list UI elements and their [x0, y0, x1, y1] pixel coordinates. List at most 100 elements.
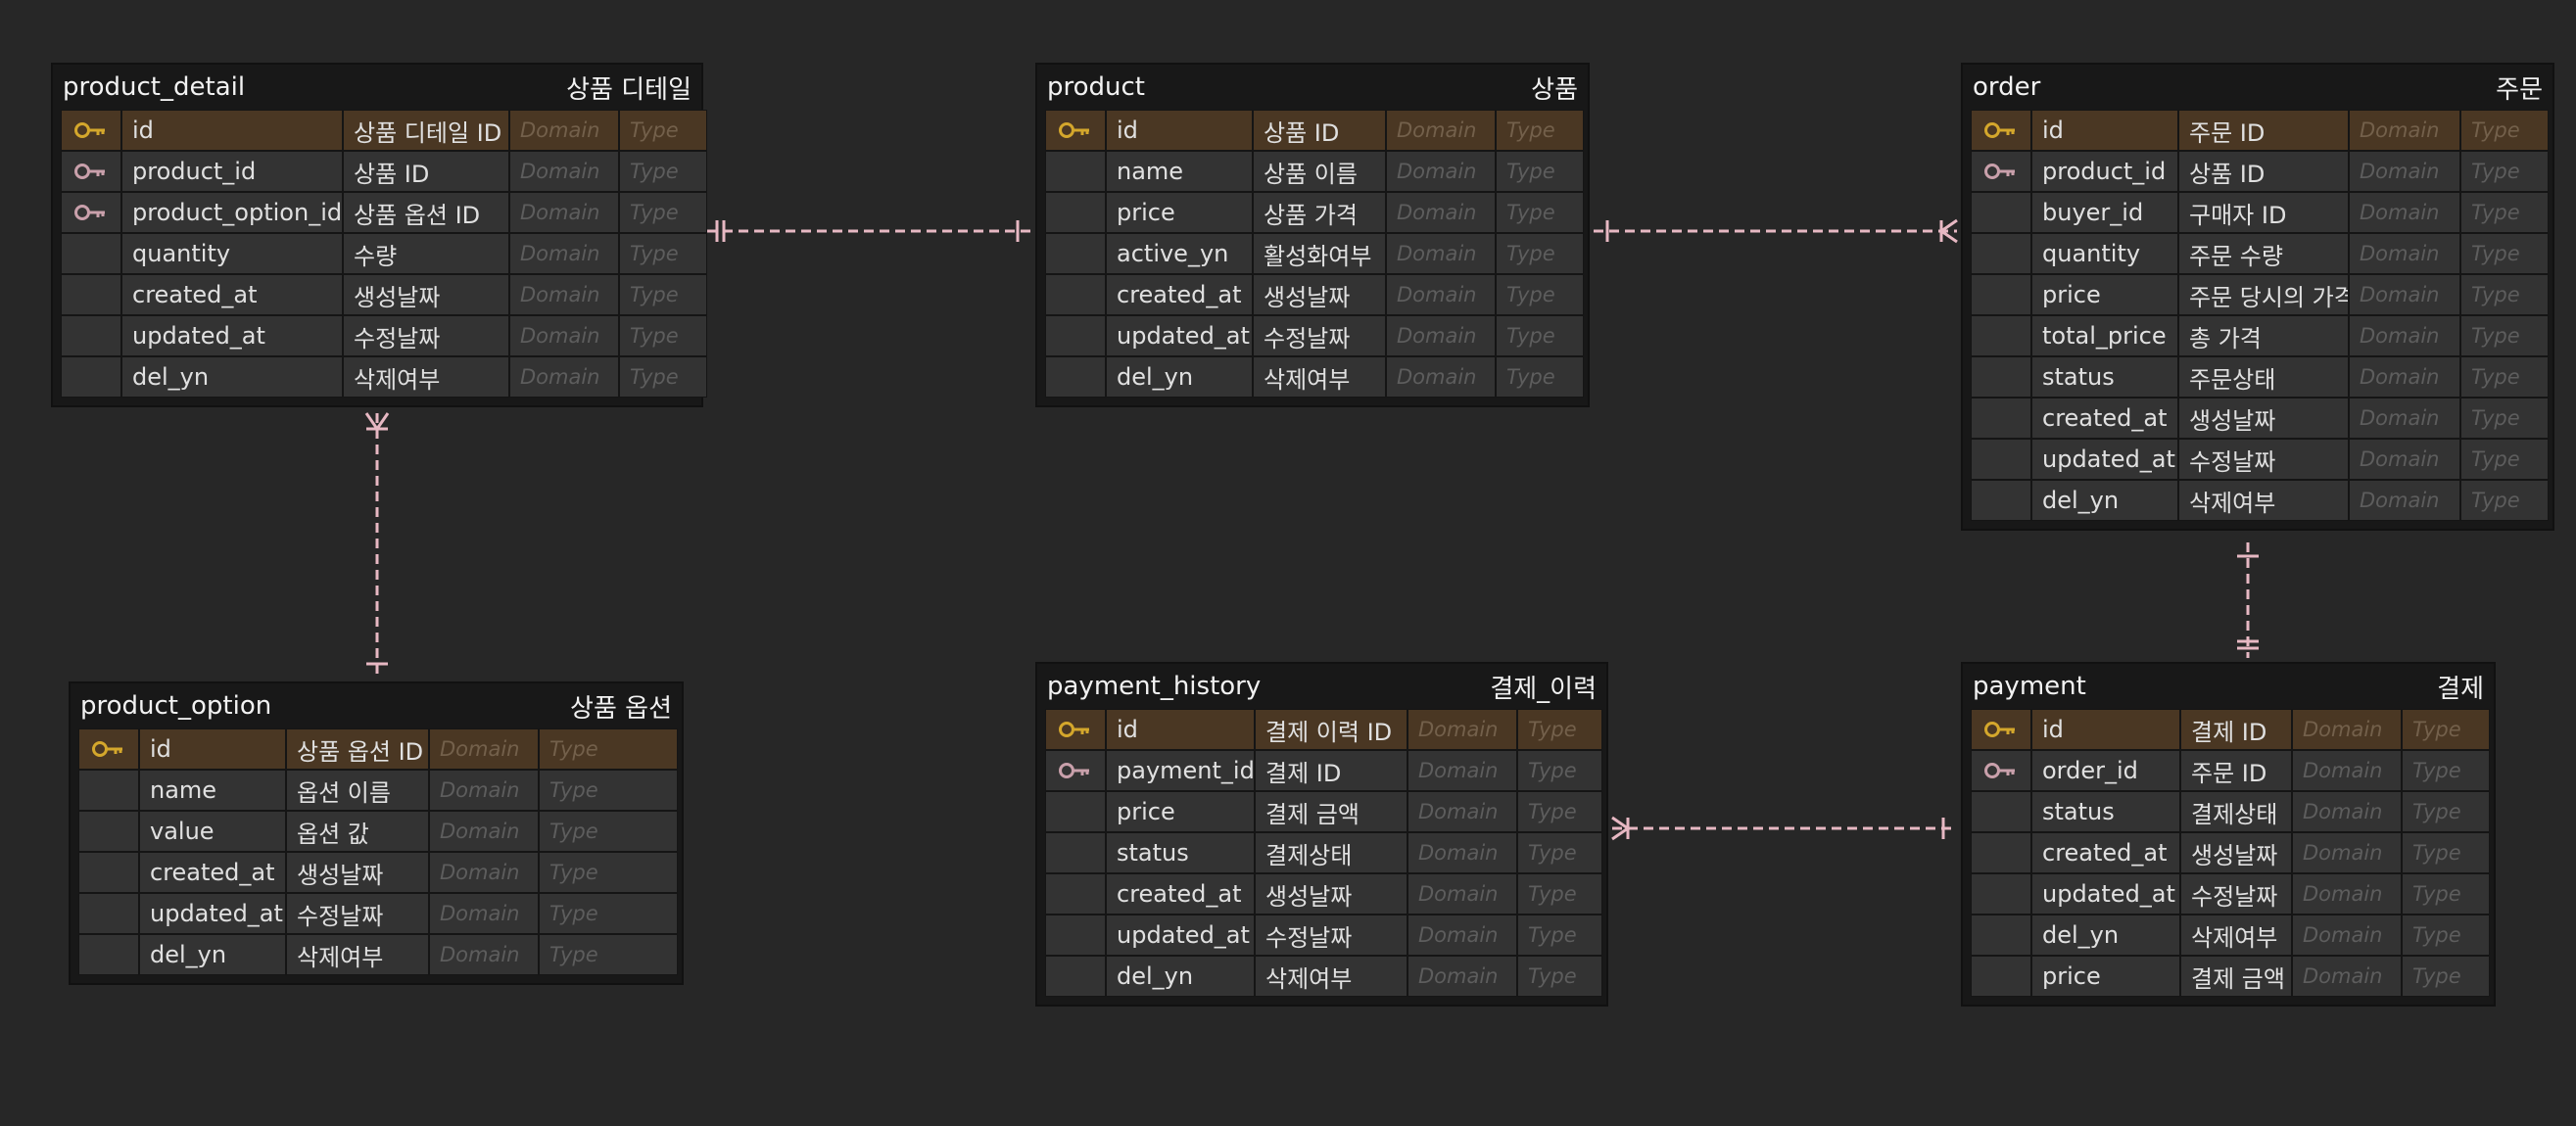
column-comment: 수정날짜 — [1255, 915, 1407, 956]
key-cell — [1045, 110, 1106, 151]
table-label: 상품 옵션 — [570, 693, 672, 724]
column-comment: 수정날짜 — [286, 893, 429, 934]
column-type: Type — [1517, 956, 1602, 997]
key-cell — [1971, 873, 2031, 915]
column-type: Type — [1517, 709, 1602, 750]
column-comment: 주문 ID — [2178, 110, 2349, 151]
column-comment: 주문 당시의 가격 — [2178, 274, 2349, 315]
column-type: Type — [619, 315, 707, 356]
column-domain: Domain — [2292, 709, 2402, 750]
relationship-order-payment[interactable] — [2237, 542, 2259, 658]
key-cell — [1045, 791, 1106, 832]
column-type: Type — [539, 893, 678, 934]
relationship-product-order[interactable] — [1594, 218, 1958, 244]
column-type: Type — [2460, 315, 2549, 356]
column-comment: 결제 ID — [1255, 750, 1407, 791]
column-comment: 결제상태 — [2180, 791, 2292, 832]
table-label: 결제_이력 — [1490, 674, 1597, 704]
column-domain: Domain — [2349, 110, 2460, 151]
key-cell — [1971, 356, 2031, 398]
table-name: order — [1973, 72, 2041, 102]
column-domain: Domain — [1407, 832, 1517, 873]
column-name: created_at — [1106, 274, 1253, 315]
column-comment: 수정날짜 — [2178, 439, 2349, 480]
relationship-payment-history-payment[interactable] — [1611, 816, 1957, 841]
relationship-product-detail-product-option[interactable] — [364, 412, 390, 678]
column-name: del_yn — [1106, 956, 1255, 997]
column-type: Type — [1496, 274, 1584, 315]
column-comment: 상품 옵션 ID — [343, 192, 509, 233]
column-type: Type — [2402, 873, 2490, 915]
column-type: Type — [539, 852, 678, 893]
key-cell — [78, 811, 139, 852]
column-domain: Domain — [2349, 480, 2460, 521]
column-domain: Domain — [509, 151, 619, 192]
column-name: del_yn — [1106, 356, 1253, 398]
column-name: name — [139, 770, 286, 811]
key-cell — [1045, 192, 1106, 233]
column-comment: 생성날짜 — [343, 274, 509, 315]
column-name: product_id — [121, 151, 343, 192]
column-type: Type — [2460, 356, 2549, 398]
key-cell — [61, 356, 121, 398]
relationship-product-detail-product[interactable] — [707, 220, 1031, 242]
